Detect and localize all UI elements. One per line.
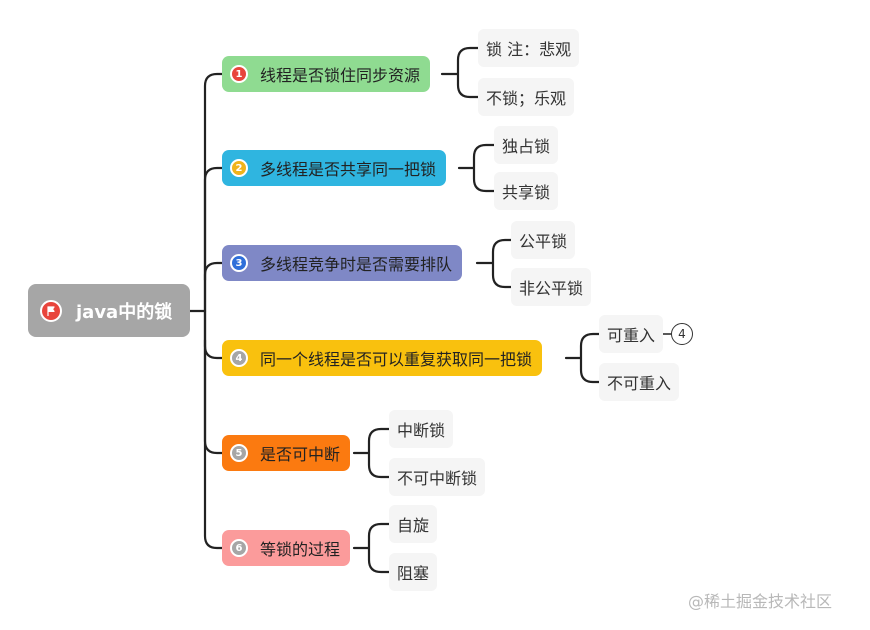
connector-branch-3 [203,261,224,313]
leaf-label: 不可中断锁 [397,469,478,488]
number-badge-6: 6 [230,539,248,557]
leaf-label: 独占锁 [502,137,551,156]
number-badge-1: 1 [230,65,248,83]
branch-label-1: 线程是否锁住同步资源 [260,66,421,85]
number-badge-2: 2 [230,159,248,177]
branch-label-2: 多线程是否共享同一把锁 [260,160,437,179]
leaf-node-3-2[interactable]: 非公平锁 [511,268,592,306]
leaf-node-1-2[interactable]: 不锁；乐观 [478,78,575,116]
branch-node-2[interactable]: 2 多线程是否共享同一把锁 [222,150,447,186]
connector-b2 [457,143,496,193]
leaf-node-3-1[interactable]: 公平锁 [511,221,576,259]
leaf-label: 公平锁 [519,232,568,251]
leaf-label: 自旋 [397,516,430,535]
root-label: java中的锁 [76,301,173,323]
connector-branch-1 [203,72,224,313]
leaf-label: 不锁；乐观 [486,89,567,108]
leaf-node-4-1[interactable]: 可重入 [599,315,664,353]
leaf-node-2-2[interactable]: 共享锁 [494,172,559,210]
leaf-label: 可重入 [607,326,656,345]
branch-label-6: 等锁的过程 [260,540,341,559]
leaf-label: 共享锁 [502,183,551,202]
leaf-node-5-1[interactable]: 中断锁 [389,410,454,448]
number-badge-3: 3 [230,254,248,272]
connector-b5 [352,427,391,479]
connector-b3 [475,238,513,289]
leaf-node-4-2[interactable]: 不可重入 [599,363,680,401]
branch-label-5: 是否可中断 [260,445,341,464]
watermark: @稀土掘金技术社区 [688,592,833,611]
leaf-label: 非公平锁 [519,279,584,298]
leaf-node-6-1[interactable]: 自旋 [389,505,438,543]
branch-node-5[interactable]: 5 是否可中断 [222,435,351,471]
branch-node-4[interactable]: 4 同一个线程是否可以重复获取同一把锁 [222,340,543,376]
branch-label-3: 多线程竞争时是否需要排队 [260,255,453,274]
leaf-node-5-2[interactable]: 不可中断锁 [389,458,486,496]
leaf-node-2-1[interactable]: 独占锁 [494,126,559,164]
leaf-label: 阻塞 [397,564,430,583]
connector-b1 [440,46,480,99]
number-badge-4: 4 [230,349,248,367]
connector-b6 [352,522,391,574]
leaf-label: 锁 注：悲观 [486,40,572,59]
leaf-label: 不可重入 [607,374,672,393]
root-node[interactable]: java中的锁 [28,284,190,337]
leaf-node-1-1[interactable]: 锁 注：悲观 [478,29,580,67]
branch-label-4: 同一个线程是否可以重复获取同一把锁 [260,350,533,369]
marker-badge[interactable]: 4 [671,323,693,345]
branch-node-1[interactable]: 1 线程是否锁住同步资源 [222,56,431,92]
branch-node-6[interactable]: 6 等锁的过程 [222,530,351,566]
flag-icon [40,299,62,322]
connector-branch-4 [203,309,224,360]
leaf-node-6-2[interactable]: 阻塞 [389,553,438,591]
connector-branch-2 [203,166,224,282]
connector-b4 [564,332,601,384]
leaf-label: 中断锁 [397,421,446,440]
branch-node-3[interactable]: 3 多线程竞争时是否需要排队 [222,245,463,281]
connector-branch-6 [203,309,224,550]
number-badge-5: 5 [230,444,248,462]
